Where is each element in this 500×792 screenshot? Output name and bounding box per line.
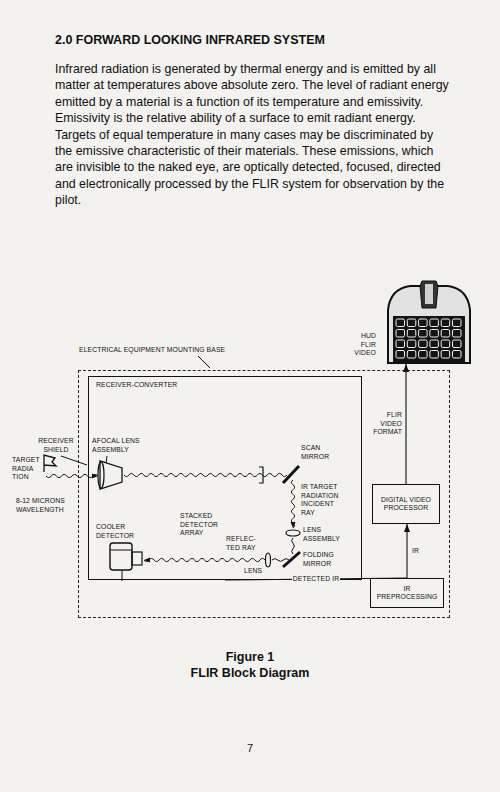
leader-line <box>61 456 87 465</box>
ir-ray <box>144 558 265 561</box>
part-label: AFOCAL LENS ASSEMBLY <box>92 437 142 454</box>
figure-number: Figure 1 <box>0 650 500 665</box>
detector-array <box>132 552 142 565</box>
hud-key <box>453 351 462 359</box>
lens-assembly <box>286 530 300 536</box>
node-label: DIGITAL VIDEO PROCESSOR <box>376 496 436 513</box>
ray-arrowhead <box>92 474 98 479</box>
hud-key <box>441 319 450 327</box>
part-label: IR TARGET RADIATION INCIDENT RAY <box>301 483 345 517</box>
ray-arrowhead <box>144 558 150 563</box>
hud-key <box>407 351 416 359</box>
ray-arrowhead <box>291 522 296 528</box>
hud-key <box>419 319 428 327</box>
hud-key <box>396 340 405 348</box>
ir-ray <box>124 473 287 476</box>
hud-panel <box>393 316 465 362</box>
scan-mirror <box>283 466 299 483</box>
mounting-base: ELECTRICAL EQUIPMENT MOUNTING BASERECEIV… <box>78 370 450 618</box>
hud-key <box>419 340 428 348</box>
edge-label: FLIR VIDEO FORMAT <box>372 411 403 437</box>
hud-key <box>407 330 416 338</box>
body-paragraph: Infrared radiation is generated by therm… <box>55 61 449 209</box>
cooler-detector <box>110 543 132 570</box>
hud-key <box>453 319 462 327</box>
leader-line <box>106 456 107 463</box>
part-label: REFLEC- TED RAY <box>226 535 260 552</box>
hud-key <box>441 330 450 338</box>
node-heading: RECEIVER-CONVERTER <box>96 381 177 390</box>
hud-display: HUD FLIR VIDEO <box>380 280 478 364</box>
hud-key <box>396 351 405 359</box>
part-label: STACKED DETECTOR ARRAY <box>180 512 225 538</box>
leader-line <box>198 356 210 368</box>
process-box: DIGITAL VIDEO PROCESSOR <box>372 484 440 524</box>
hud-key <box>453 340 462 348</box>
afocal-lens-glass <box>98 462 104 488</box>
ir-ray <box>291 480 294 528</box>
hud-key <box>453 330 462 338</box>
hud-key <box>430 351 439 359</box>
edge-label: IR <box>411 547 420 556</box>
receiver-box: RECEIVER-CONVERTER <box>88 376 362 580</box>
section-title: 2.0 FORWARD LOOKING INFRARED SYSTEM <box>55 33 325 47</box>
edge-label: DETECTED IR <box>292 575 340 584</box>
hud-combiner <box>420 281 438 308</box>
hud-key <box>441 351 450 359</box>
hud-key <box>419 351 428 359</box>
part-label: LENS ASSEMBLY <box>303 526 345 543</box>
process-box: IR PREPROCESSING <box>370 578 444 608</box>
hud-key <box>430 340 439 348</box>
hud-key <box>407 340 416 348</box>
ir-ray <box>292 538 295 554</box>
part-label: SCAN MIRROR <box>301 444 343 461</box>
part-label: FOLDING MIRROR <box>303 551 345 568</box>
connector <box>405 364 406 484</box>
hud-key <box>430 330 439 338</box>
hud-key <box>396 319 405 327</box>
hud-key <box>441 340 450 348</box>
target-symbol <box>44 455 56 472</box>
page-number: 7 <box>0 742 500 755</box>
part-label: LENS <box>244 567 264 576</box>
node-label: HUD FLIR VIDEO <box>348 332 376 358</box>
folding-mirror <box>283 552 300 567</box>
hud-key <box>419 330 428 338</box>
lens <box>266 553 271 567</box>
cooler-fin <box>110 550 132 551</box>
node-heading: ELECTRICAL EQUIPMENT MOUNTING BASE <box>79 346 225 355</box>
node-label: IR PREPROCESSING <box>374 585 440 602</box>
hud-key <box>430 319 439 327</box>
hud-outline <box>380 280 478 364</box>
hud-glass <box>425 284 433 304</box>
figure-caption: FLIR Block Diagram <box>0 666 500 681</box>
hud-key <box>396 330 405 338</box>
part-label: COOLER DETECTOR <box>96 523 140 540</box>
part-label: RECEIVER SHIELD <box>36 437 76 454</box>
ir-ray <box>272 559 289 562</box>
connector <box>406 524 407 578</box>
ir-ray <box>46 474 98 477</box>
part-label: 8-12 MICRONS WAVELENGTH <box>16 497 72 514</box>
hud-key <box>407 319 416 327</box>
part-label: TARGET RADIA TION <box>12 456 41 482</box>
